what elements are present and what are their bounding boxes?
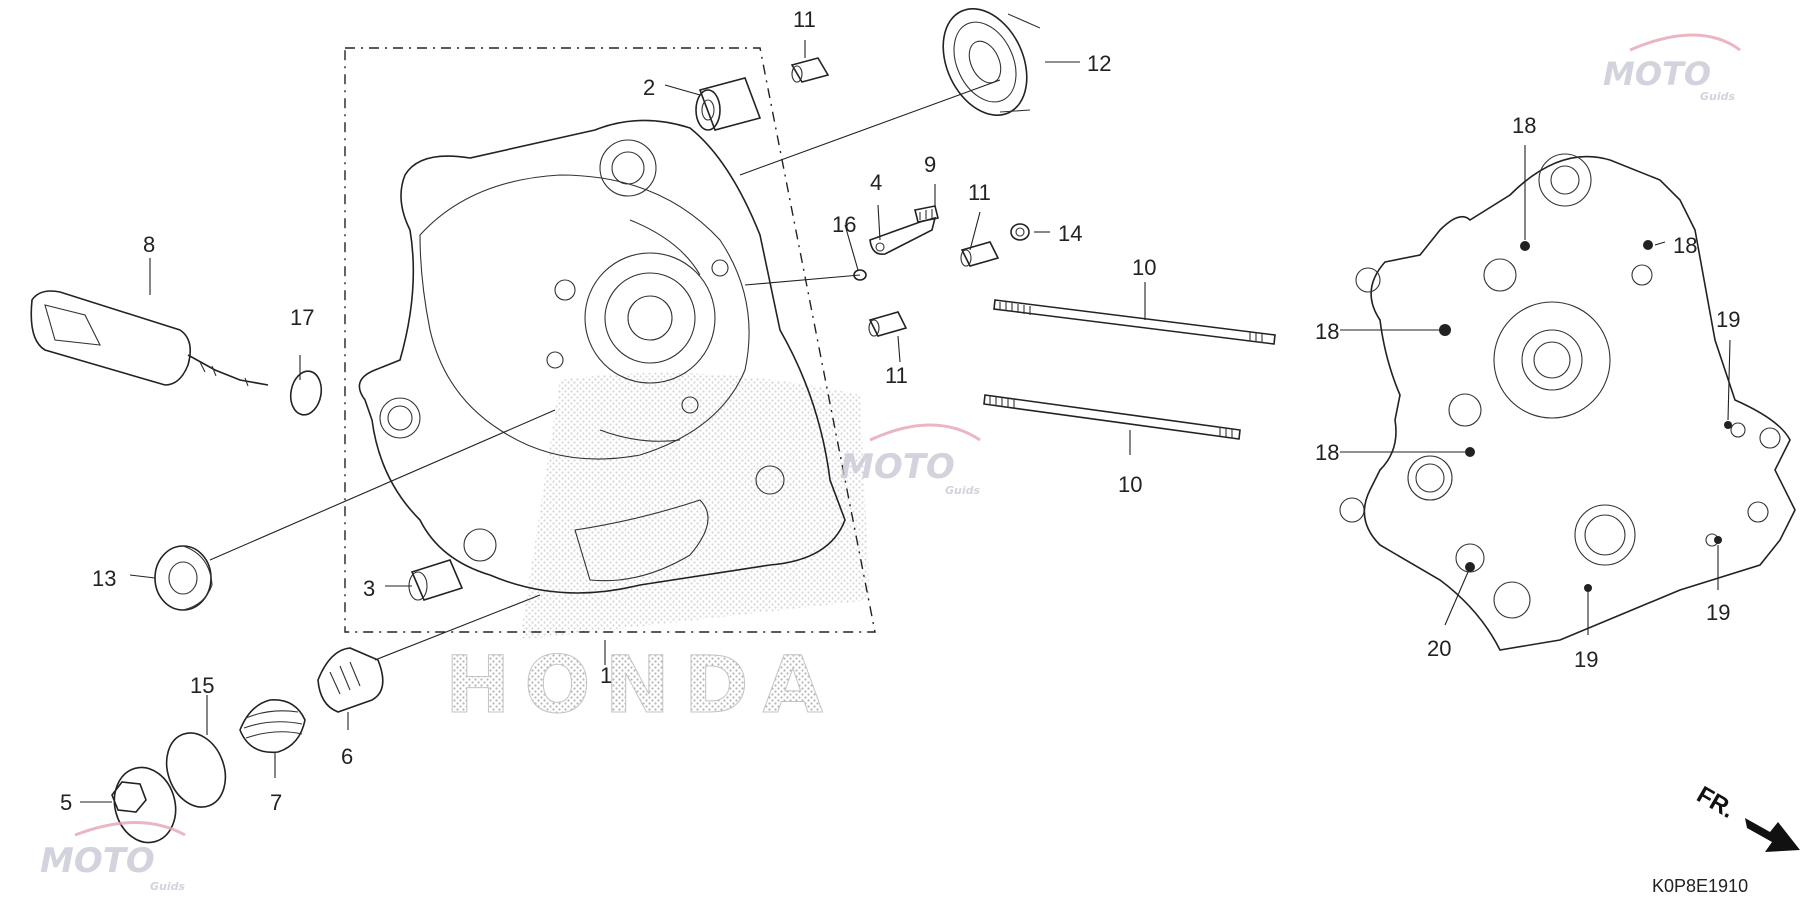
callout-18-left-lower: 18 (1315, 440, 1339, 465)
callout-9: 9 (924, 152, 936, 177)
callout-11-top: 11 (793, 7, 816, 32)
stud-bolt-part-10-lower (983, 394, 1241, 440)
callout-2: 2 (643, 75, 655, 100)
plate-part-4 (869, 216, 937, 256)
callout-5: 5 (60, 790, 72, 815)
bushing-part-3 (408, 559, 464, 601)
callout-19-bottom: 19 (1574, 647, 1598, 672)
left-crankcase (358, 119, 846, 594)
strainer-part-6 (317, 647, 384, 713)
callout-6: 6 (341, 744, 353, 769)
oil-gauge-part-8 (30, 290, 269, 387)
callout-8: 8 (143, 232, 155, 257)
watermark-bottom-left: MOTO Guids (40, 821, 186, 893)
callout-17: 17 (290, 305, 314, 330)
callout-10-upper: 10 (1132, 255, 1156, 280)
bearing-part-12 (942, 7, 1041, 117)
honda-background-logo: HONDA (445, 372, 870, 732)
callout-7: 7 (270, 790, 282, 815)
watermark-brand-bottom-left: MOTO (40, 841, 155, 881)
watermark-brand-center: MOTO (840, 447, 955, 487)
callout-10-lower: 10 (1118, 472, 1142, 497)
clip-part-14 (1010, 223, 1030, 241)
front-direction-indicator: FR. (1692, 781, 1800, 852)
callout-11-low: 11 (885, 363, 908, 388)
o-ring-part-17 (289, 370, 323, 416)
bolt-part-9 (914, 205, 939, 223)
dowel-pin-part-11-mid (960, 241, 1000, 267)
crankcase-side-view (1339, 153, 1796, 651)
oil-seal-part-13 (154, 545, 213, 611)
stud-bolt-part-10-upper (993, 299, 1276, 345)
callout-14: 14 (1058, 221, 1082, 246)
watermark-brand-top-right: MOTO (1603, 55, 1711, 93)
callout-labels: 1 2 3 4 5 6 7 8 9 10 10 11 11 11 12 13 1… (60, 7, 1740, 815)
dowel-pin-part-11-low (868, 311, 908, 337)
callout-19-right: 19 (1706, 600, 1730, 625)
callout-13: 13 (92, 566, 116, 591)
o-ring-part-15 (165, 732, 227, 808)
assembly-outline-frame (344, 47, 876, 633)
callout-3: 3 (363, 576, 375, 601)
callout-18-top: 18 (1512, 113, 1536, 138)
leader-lines (80, 40, 1731, 803)
watermark-sub-center: Guids (945, 484, 981, 497)
callout-18-right: 18 (1673, 233, 1697, 258)
watermark-sub-bottom-left: Guids (150, 880, 186, 893)
watermark-center: MOTO Guids (840, 423, 981, 497)
callout-20: 20 (1427, 636, 1451, 661)
dowel-pin-part-11-top (790, 57, 830, 83)
callout-18-left-upper: 18 (1315, 319, 1339, 344)
watermark-top-right: MOTO Guids (1603, 33, 1741, 103)
callout-16: 16 (832, 212, 856, 237)
front-direction-label: FR. (1692, 781, 1739, 824)
callout-1: 1 (600, 663, 612, 688)
diagram-code: K0P8E1910 (1652, 876, 1748, 896)
honda-background-text: HONDA (445, 641, 837, 731)
front-arrow-icon (1745, 818, 1800, 852)
callout-4: 4 (870, 170, 882, 195)
callout-15: 15 (190, 673, 214, 698)
callout-11-right: 11 (968, 180, 991, 205)
spring-part-7 (239, 699, 306, 754)
callout-19-upper: 19 (1716, 307, 1740, 332)
callout-12: 12 (1087, 51, 1111, 76)
bushing-part-2 (695, 77, 762, 131)
drain-plug-part-5 (111, 766, 177, 844)
watermark-sub-top-right: Guids (1700, 90, 1736, 103)
